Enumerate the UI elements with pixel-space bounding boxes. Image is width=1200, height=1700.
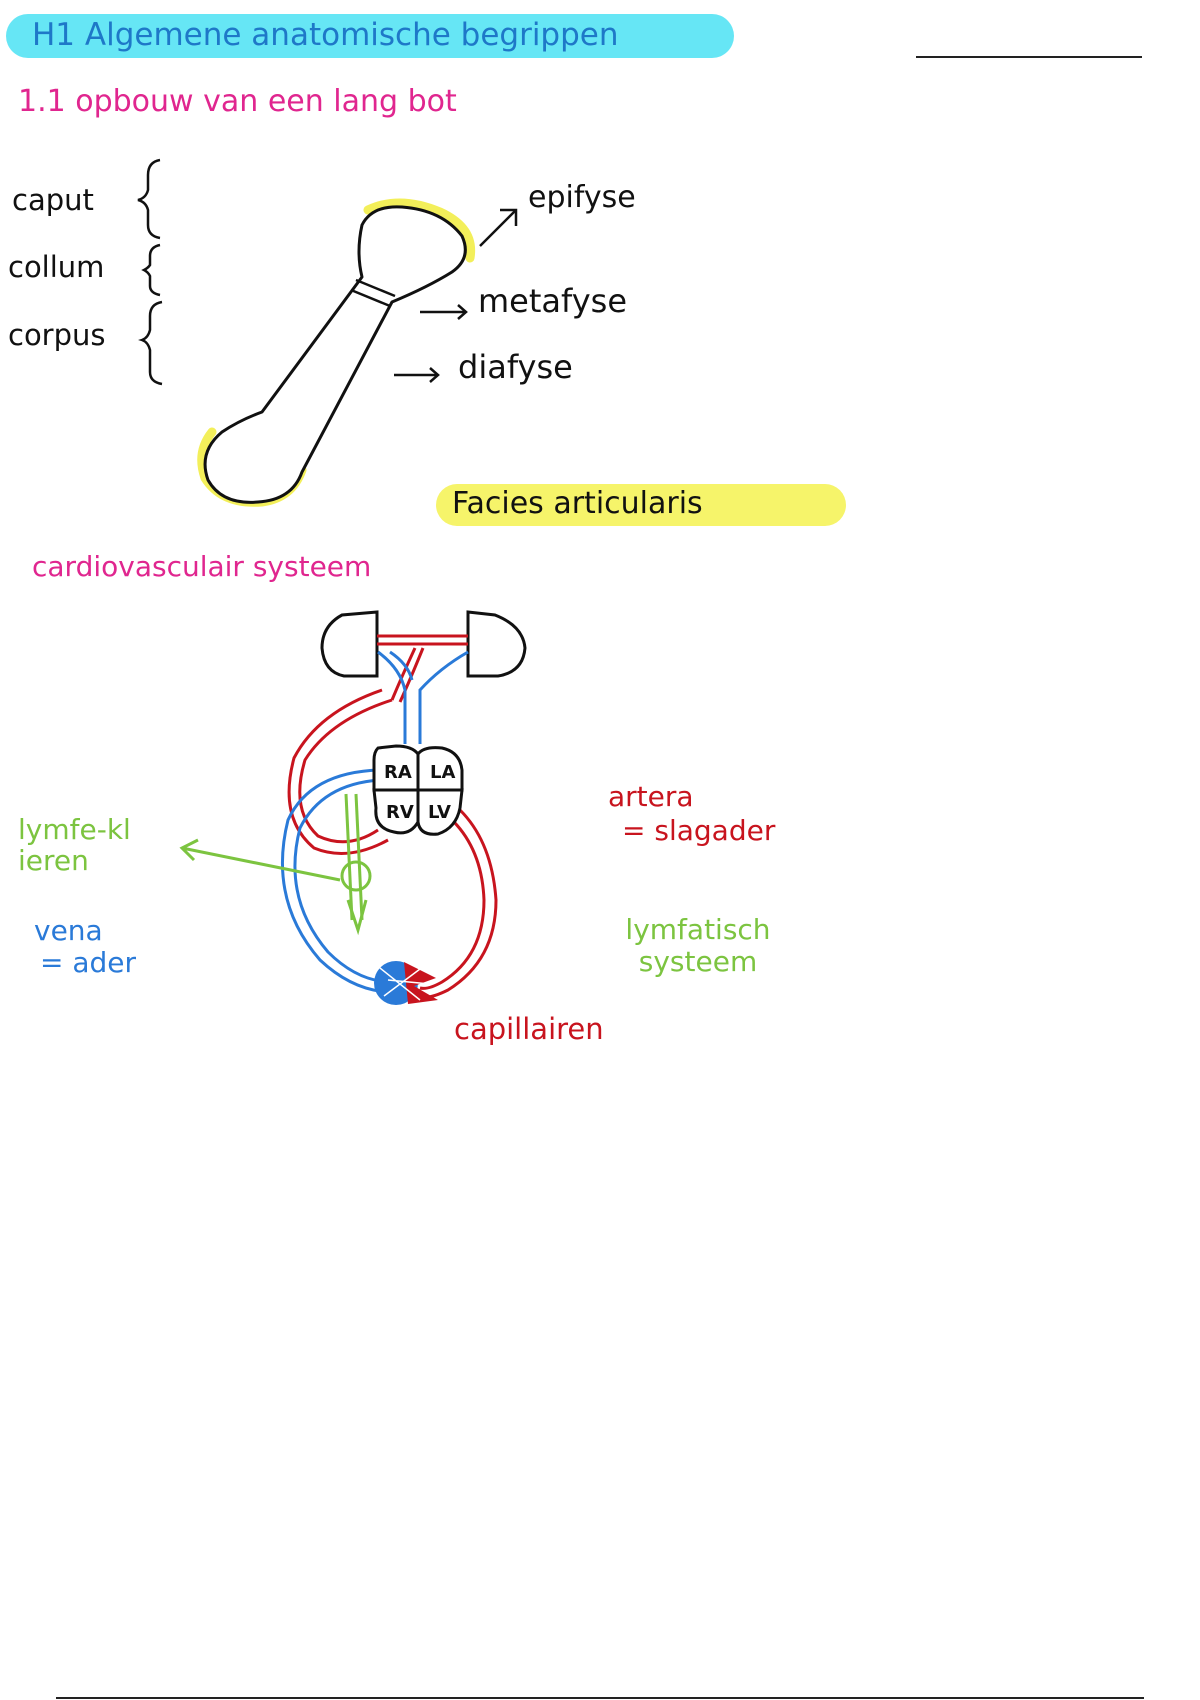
chamber-rv [372, 788, 420, 835]
section-title-cardio: cardiovasculair systeem [32, 550, 372, 583]
arrow-diafyse [394, 367, 440, 383]
bottom-rule [56, 1697, 1144, 1699]
systemic-artery-left [287, 688, 393, 855]
label-diafyse: diafyse [458, 348, 573, 386]
brace-corpus [138, 300, 163, 386]
arrow-epifyse [479, 208, 518, 247]
pulmonary-vessels-blue [377, 650, 469, 744]
label-metafyse: metafyse [478, 282, 628, 320]
long-bone-diagram [137, 158, 518, 507]
label-artery: artera [608, 780, 694, 813]
label-epifyse: epifyse [528, 180, 636, 215]
label-artery-def: = slagader [622, 814, 776, 847]
top-right-rule [916, 56, 1142, 58]
title-highlight [6, 14, 734, 58]
lung-right [466, 610, 527, 678]
capillary-bed [374, 961, 438, 1005]
label-collum: collum [8, 250, 105, 284]
articular-highlight-top [363, 198, 476, 263]
brace-caput [137, 158, 161, 240]
heart [372, 744, 464, 836]
lung-left [320, 610, 379, 678]
label-vena-def: = ader [40, 946, 137, 979]
label-facies-articularis: Facies articularis [452, 486, 703, 521]
label-caput: caput [12, 183, 94, 217]
label-lymph-nodes: lymfe-klieren [18, 813, 131, 877]
systemic-artery-right [419, 808, 498, 999]
label-capillaries: capillairen [454, 1012, 604, 1046]
label-la: LA [430, 762, 455, 783]
brace-collum [141, 243, 161, 297]
label-vena: vena [34, 914, 103, 947]
facies-highlight [436, 484, 846, 526]
systemic-vein [281, 768, 389, 994]
chamber-la [416, 746, 464, 792]
chamber-lv [416, 788, 464, 836]
cardiovascular-diagram: RA LA RV LV [179, 610, 527, 1005]
page-title: H1 Algemene anatomische begrippen [32, 17, 619, 53]
arrow-metafyse [420, 304, 468, 320]
label-rv: RV [386, 802, 414, 823]
label-lymph-system: lymfatisch systeem [625, 913, 771, 978]
lymph-vessel [179, 793, 372, 936]
section-title-bone: 1.1 opbouw van een lang bot [18, 84, 457, 119]
metafyse-line-2 [350, 288, 391, 308]
label-ra: RA [384, 762, 412, 783]
pulmonary-vessels-red [377, 634, 468, 703]
metafyse-line-1 [355, 278, 396, 298]
label-corpus: corpus [8, 318, 106, 352]
label-lv: LV [428, 802, 451, 823]
bone-outline [203, 205, 467, 504]
